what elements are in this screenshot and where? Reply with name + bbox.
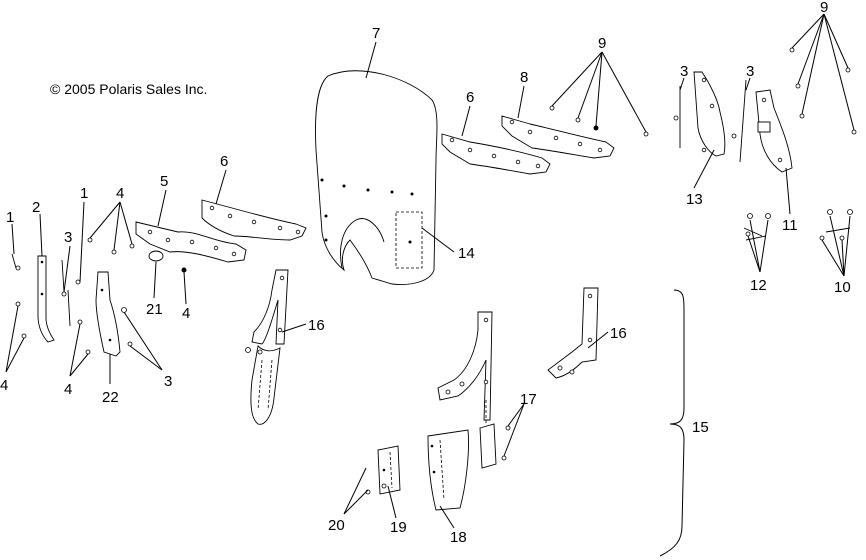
callout-labels: 7 14 6 8 9 9 3 3 13 11 12 10 6 5 1 4 1 2… bbox=[0, 0, 851, 546]
callout-14: 14 bbox=[458, 245, 475, 262]
hardware-9-center bbox=[549, 105, 649, 137]
callout-13: 13 bbox=[686, 191, 703, 208]
callout-12: 12 bbox=[750, 277, 767, 294]
callout-4-top: 4 bbox=[116, 185, 124, 202]
deflector-trim-6-left bbox=[201, 199, 307, 241]
deflector-trim-5 bbox=[135, 221, 247, 263]
center-bracket-assembly bbox=[437, 311, 497, 469]
callout-1-left: 1 bbox=[6, 209, 14, 226]
pad-18 bbox=[427, 429, 469, 511]
callout-4-bottom-left: 4 bbox=[0, 377, 8, 394]
callout-9-right: 9 bbox=[820, 0, 828, 16]
callout-7: 7 bbox=[372, 25, 380, 42]
callout-22: 22 bbox=[102, 389, 119, 406]
leader-lines bbox=[5, 13, 855, 557]
deflector-trim-8 bbox=[501, 115, 615, 159]
callout-16-left: 16 bbox=[308, 317, 325, 334]
grommet-21 bbox=[148, 250, 164, 262]
callout-17: 17 bbox=[520, 391, 537, 408]
callout-6-right: 6 bbox=[466, 89, 474, 106]
windshield-vent-outline bbox=[395, 211, 423, 269]
callout-2: 2 bbox=[32, 199, 40, 216]
callout-18: 18 bbox=[450, 529, 467, 546]
callout-10: 10 bbox=[834, 279, 851, 296]
callout-4-bottom: 4 bbox=[64, 381, 72, 398]
callout-16-right: 16 bbox=[610, 325, 627, 342]
mount-bracket-16-right bbox=[547, 287, 599, 379]
mount-bracket-16-left bbox=[245, 269, 289, 425]
side-bracket-11 bbox=[755, 89, 793, 173]
pad-19 bbox=[377, 445, 401, 495]
callout-6-left: 6 bbox=[220, 153, 228, 170]
deflector-trim-6-right bbox=[441, 133, 551, 175]
screws-3-right bbox=[673, 79, 747, 163]
callout-8: 8 bbox=[520, 69, 528, 86]
callout-3-right-a: 3 bbox=[680, 63, 688, 80]
callout-20: 20 bbox=[328, 517, 345, 534]
callout-19: 19 bbox=[390, 519, 407, 536]
callout-3-right-b: 3 bbox=[746, 63, 754, 80]
small-pieces-left bbox=[11, 237, 187, 355]
callout-4-single: 4 bbox=[182, 305, 190, 322]
callout-1-top: 1 bbox=[80, 185, 88, 202]
callout-15: 15 bbox=[692, 419, 709, 436]
callout-3-left: 3 bbox=[64, 229, 72, 246]
callout-9-center: 9 bbox=[598, 35, 606, 52]
side-bracket-13 bbox=[693, 71, 726, 157]
trim-strip-2 bbox=[37, 255, 55, 343]
bracket-22 bbox=[95, 271, 121, 357]
copyright-text: © 2005 Polaris Sales Inc. bbox=[50, 81, 207, 97]
callout-3-bottom: 3 bbox=[164, 373, 172, 390]
windshield bbox=[315, 70, 438, 285]
hardware-9-right bbox=[789, 47, 857, 135]
callout-21: 21 bbox=[146, 301, 163, 318]
callout-5: 5 bbox=[160, 173, 168, 190]
callout-11: 11 bbox=[782, 217, 798, 234]
